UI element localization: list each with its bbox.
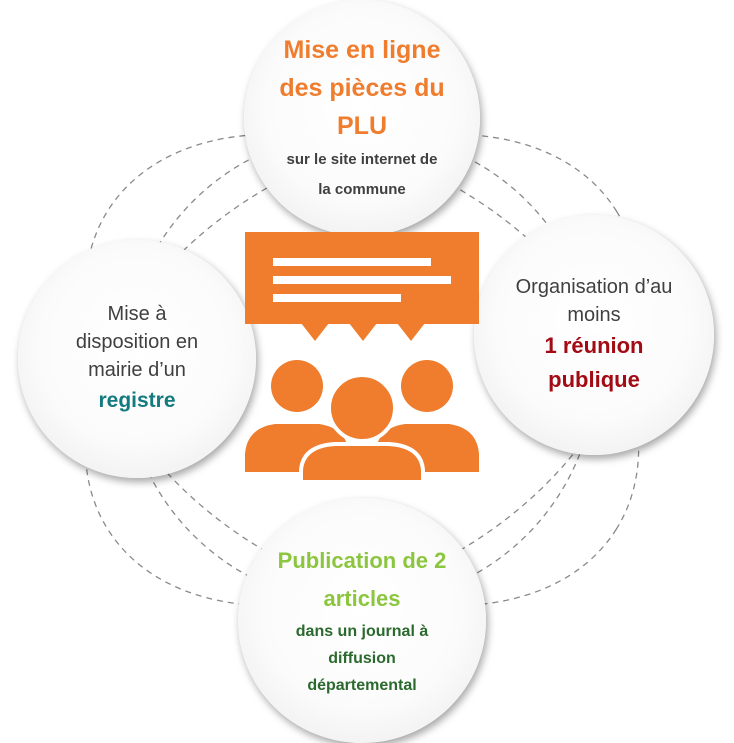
left-text-line-2: disposition en [75,331,199,353]
bottom-detail-line-1: dans un journal à [295,623,429,640]
top-title-line-3: PLU [337,112,387,140]
bubble-publication: Publication de 2 articles dans un journa… [238,498,486,743]
left-text-line-1: Mise à [107,303,167,325]
right-text-line-2: moins [567,304,621,326]
top-title-line-1: Mise en ligne [283,36,441,64]
bubble-public-meeting: Organisation d’au moins 1 réunion publiq… [474,215,714,455]
bottom-detail-line-2: diffusion [328,650,396,667]
top-detail-line-1: sur le site internet de [286,151,438,168]
bottom-title-line-1: Publication de 2 [277,548,447,573]
right-text-line-1: Organisation d’au [515,276,673,298]
right-highlight-line-2: publique [548,367,640,392]
people-group-shape [245,360,479,482]
left-text-line-3: mairie d’un [88,359,186,381]
bottom-title-line-2: articles [323,586,401,611]
bottom-detail-line-3: départemental [307,677,417,694]
top-title-line-2: des pièces du [279,74,445,102]
left-highlight: registre [98,389,176,412]
tilted-dashed-ring-a [84,133,640,607]
bubble-online-documents: Mise en ligne des pièces du PLU sur le s… [244,0,480,236]
tilted-dashed-ring-b [84,133,640,607]
speech-bubble-group-icon [245,232,479,482]
speech-bubble-shape [245,232,479,341]
top-detail-line-2: la commune [318,181,406,198]
bubble-register: Mise à disposition en mairie d’un regist… [18,240,256,478]
right-highlight-line-1: 1 réunion [544,333,644,358]
